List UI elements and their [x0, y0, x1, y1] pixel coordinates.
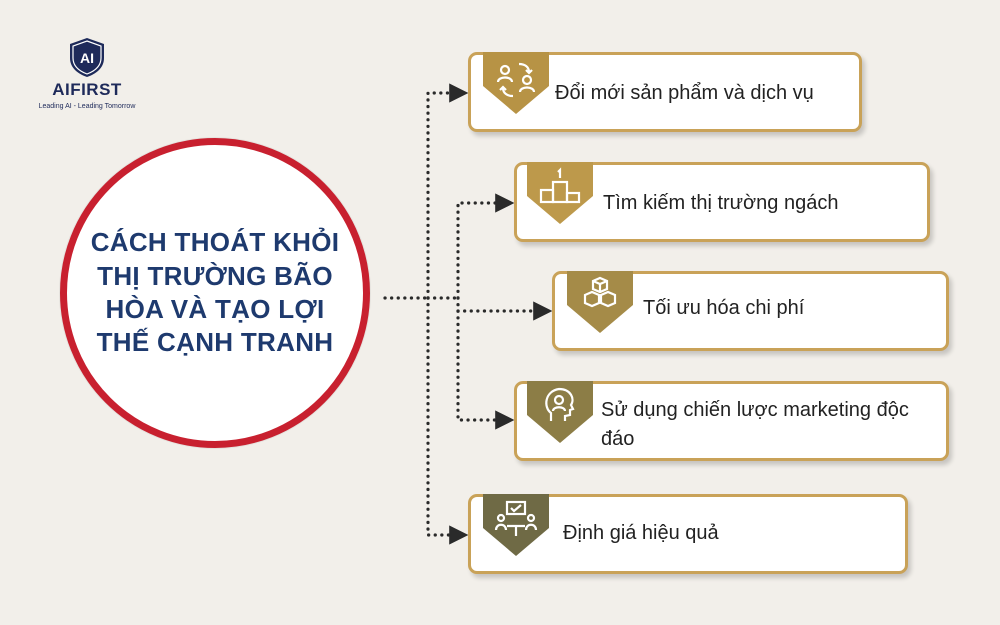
item-card-4: Sử dụng chiến lược marketing độc đáo [514, 381, 949, 461]
logo-mark-text: AI [80, 50, 94, 66]
connector-2 [456, 193, 515, 300]
team-check-icon [494, 500, 538, 536]
badge-2 [527, 162, 593, 226]
logo-name: AIFIRST [52, 80, 122, 99]
item-label-5: Định giá hiệu quả [563, 522, 719, 544]
connector-1 [426, 83, 469, 300]
item-card-3: Tối ưu hóa chi phí [552, 271, 949, 351]
connector-4 [456, 296, 515, 430]
boxes-icon [583, 276, 617, 308]
logo-tagline: Leading AI - Leading Tomorrow [38, 103, 136, 110]
item-label-4: Sử dụng chiến lược marketing độc đáo [601, 399, 909, 450]
podium-icon [539, 167, 581, 204]
badge-4 [527, 381, 593, 445]
item-card-2: Tìm kiếm thị trường ngách [514, 162, 930, 242]
central-hub-circle: CÁCH THOÁT KHỎI THỊ TRƯỜNG BÃO HÒA VÀ TẠ… [60, 138, 370, 448]
head-profile-icon [545, 387, 575, 421]
people-exchange-icon [496, 62, 536, 98]
badge-3 [567, 271, 633, 335]
badge-5 [483, 494, 549, 558]
item-card-5: Định giá hiệu quả [468, 494, 908, 574]
hub-title: CÁCH THOÁT KHỎI THỊ TRƯỜNG BÃO HÒA VÀ TẠ… [90, 227, 340, 358]
badge-1 [483, 52, 549, 116]
logo-shield-icon: AI [70, 38, 104, 77]
item-card-1: Đổi mới sản phẩm và dịch vụ [468, 52, 862, 132]
item-label-3: Tối ưu hóa chi phí [643, 297, 805, 319]
connector-5 [426, 296, 469, 545]
logo: AI AIFIRST Leading AI - Leading Tomorrow [32, 36, 142, 110]
item-label-2: Tìm kiếm thị trường ngách [603, 192, 839, 214]
item-label-1: Đổi mới sản phẩm và dịch vụ [555, 82, 814, 104]
